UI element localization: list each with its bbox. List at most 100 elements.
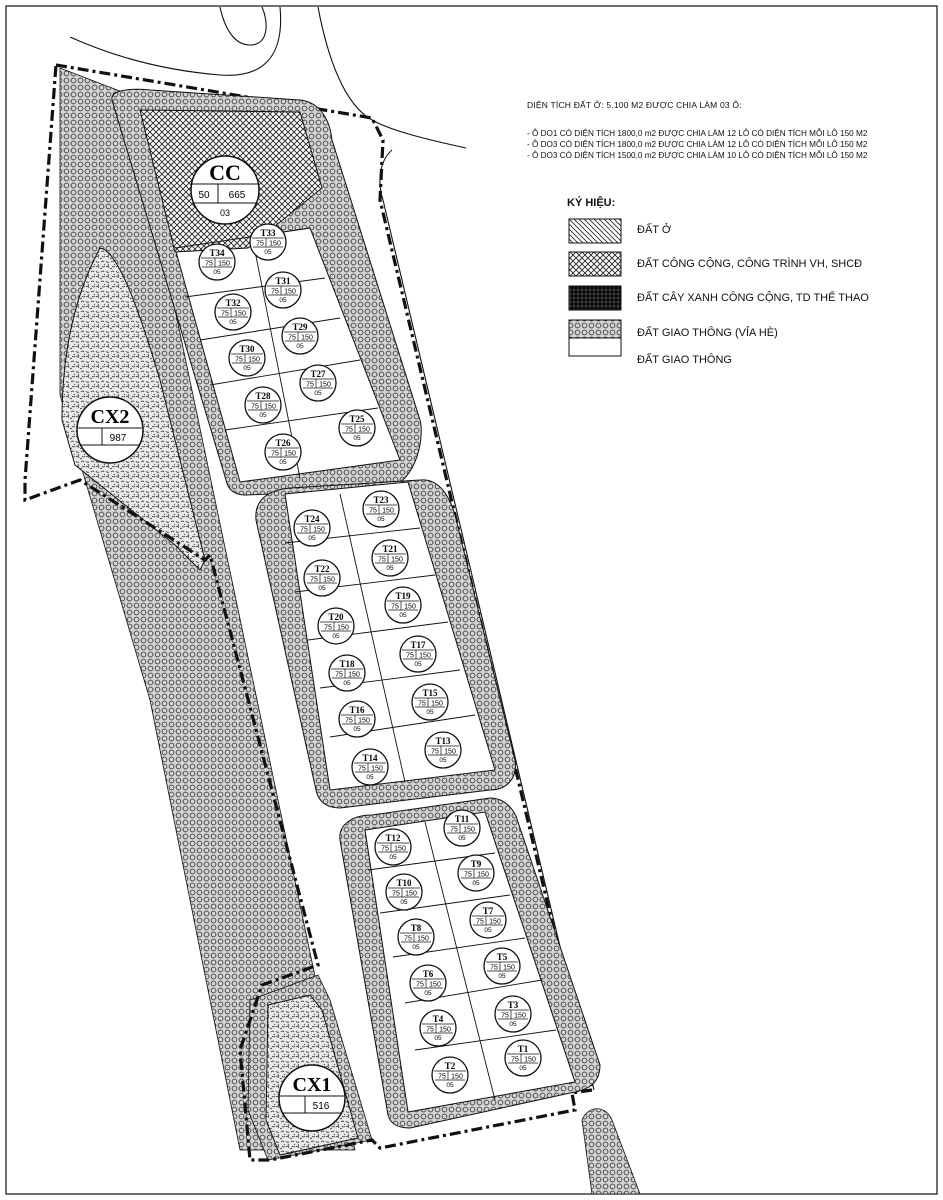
parcel-cx1-code: CX1 [293, 1074, 332, 1096]
lot-area: 75 [251, 404, 259, 411]
lot-area: 75 [490, 965, 498, 972]
lot-floors: 05 [426, 709, 434, 716]
lot-size: 150 [284, 289, 296, 296]
lot-label: T23 [373, 495, 389, 505]
lot-floors: 05 [343, 680, 351, 687]
lot-floors: 05 [264, 249, 272, 256]
legend-swatch-green [568, 285, 622, 311]
lot-label: T11 [455, 814, 470, 824]
lot-divider [339, 493, 406, 783]
lot-floors: 05 [446, 1082, 454, 1089]
lot-size: 150 [264, 404, 276, 411]
lot-area: 75 [358, 766, 366, 773]
lot-floors: 05 [243, 365, 251, 372]
lot-area: 75 [418, 701, 426, 708]
lot-area: 75 [392, 891, 400, 898]
lot-label: T13 [435, 736, 451, 746]
lot-label: T28 [255, 391, 271, 401]
lot-floors: 05 [414, 661, 422, 668]
lot-label: T32 [225, 298, 241, 308]
lot-size: 150 [431, 701, 443, 708]
notes-line-3: - Ô DO3 CÓ DIỆN TÍCH 1500,0 m2 ĐƯỢC CHIA… [527, 151, 868, 160]
lot-area: 75 [335, 672, 343, 679]
lot-area: 75 [381, 846, 389, 853]
lot-floors: 05 [386, 565, 394, 572]
lot-label: T4 [433, 1014, 444, 1024]
lot-size: 150 [348, 672, 360, 679]
lot-floors: 05 [279, 459, 287, 466]
lot-floors: 05 [519, 1065, 527, 1072]
lot-size: 150 [269, 241, 281, 248]
lot-label: T9 [471, 859, 482, 869]
lot-size: 150 [463, 827, 475, 834]
lot-area: 75 [501, 1013, 509, 1020]
lot-size: 150 [391, 557, 403, 564]
lot-floors: 05 [389, 854, 397, 861]
lot-floors: 05 [308, 535, 316, 542]
lot-floors: 05 [353, 726, 361, 733]
notes-line-1: - Ô DO1 CÓ DIỆN TÍCH 1800,0 m2 ĐƯỢC CHIA… [527, 129, 868, 138]
lot-size: 150 [337, 625, 349, 632]
lot-size: 150 [477, 872, 489, 879]
parcel-cx1-b: 516 [313, 1101, 330, 1112]
lot-label: T30 [239, 344, 255, 354]
lot-size: 150 [524, 1057, 536, 1064]
lot-area: 75 [426, 1027, 434, 1034]
lot-size: 150 [503, 965, 515, 972]
lot-area: 75 [345, 718, 353, 725]
legend-label-residential: ĐẤT Ở [637, 224, 672, 236]
lot-area: 75 [271, 451, 279, 458]
lot-floors: 05 [424, 990, 432, 997]
lot-floors: 05 [399, 612, 407, 619]
lot-floors: 05 [484, 927, 492, 934]
lot-label: T14 [362, 753, 378, 763]
lot-area: 75 [271, 289, 279, 296]
lot-label: T8 [411, 923, 422, 933]
lot-area: 75 [300, 527, 308, 534]
lot-floors: 05 [296, 343, 304, 350]
project-boundary [23, 63, 594, 1162]
lot-label: T21 [382, 544, 398, 554]
lot-area: 75 [450, 827, 458, 834]
lot-divider [414, 1029, 557, 1051]
lot-label: T29 [292, 322, 308, 332]
lot-floors: 05 [259, 412, 267, 419]
lot-size: 150 [371, 766, 383, 773]
lot-area: 75 [221, 311, 229, 318]
legend-swatch-residential [568, 218, 622, 244]
lot-size: 150 [419, 653, 431, 660]
lot-area: 75 [476, 919, 484, 926]
lot-area: 75 [310, 577, 318, 584]
lot-floors: 05 [458, 835, 466, 842]
lot-size: 150 [394, 846, 406, 853]
lot-area: 75 [256, 241, 264, 248]
lot-label: T22 [314, 564, 330, 574]
parcel-cc-code: CC [209, 160, 241, 185]
lot-area: 75 [288, 335, 296, 342]
lot-area: 75 [404, 936, 412, 943]
lot-floors: 05 [279, 297, 287, 304]
legend-title: KÝ HIỆU: [567, 197, 616, 209]
lot-label: T33 [260, 228, 276, 238]
lot-floors: 05 [314, 390, 322, 397]
lot-size: 150 [358, 427, 370, 434]
lot-size: 150 [451, 1074, 463, 1081]
lot-area: 75 [324, 625, 332, 632]
lot-size: 150 [439, 1027, 451, 1034]
